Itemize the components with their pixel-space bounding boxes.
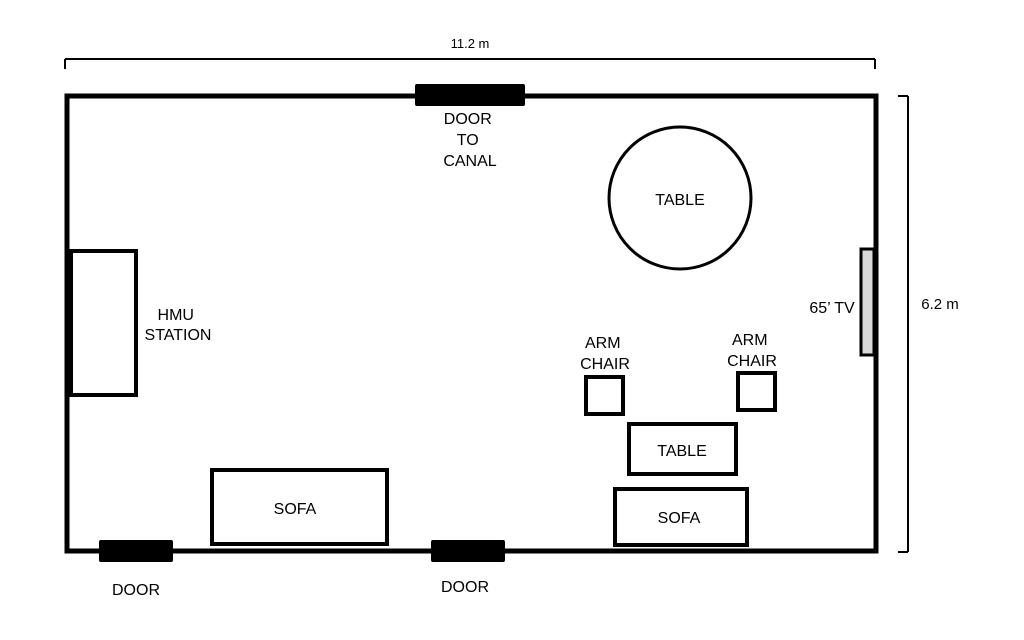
- door-middle-label: DOOR: [441, 579, 489, 596]
- arm-chair-right-label-line: CHAIR: [727, 353, 777, 370]
- arm-chair-left: [584, 375, 625, 416]
- arm-chair-right: [736, 371, 777, 412]
- arm-chair-left-label: ARM CHAIR: [580, 335, 630, 373]
- door-left: [99, 540, 173, 562]
- height-dimension-label: 6.2 m: [921, 296, 959, 313]
- door-to-canal-label-line: CANAL: [443, 153, 496, 170]
- door-middle: [431, 540, 505, 562]
- door-to-canal: [415, 84, 525, 106]
- coffee-table-label: TABLE: [657, 443, 707, 460]
- sofa-right-label: SOFA: [658, 510, 701, 527]
- height-dimension: 6.2 m: [898, 95, 959, 553]
- sofa-right: [613, 487, 749, 547]
- hmu-station: [69, 249, 138, 397]
- round-table-label: TABLE: [655, 192, 705, 209]
- arm-chair-left-label-line: CHAIR: [580, 356, 630, 373]
- door-left-label: DOOR: [112, 582, 160, 599]
- sofa-left: [210, 468, 389, 546]
- door-to-canal-label: DOOR TO CANAL: [443, 111, 496, 170]
- hmu-station-label: HMU STATION: [145, 307, 212, 344]
- sofa-left-label: SOFA: [274, 501, 317, 518]
- tv-label: 65’ TV: [809, 300, 855, 317]
- door-to-canal-label-line: DOOR: [444, 111, 492, 128]
- hmu-station-label-line: HMU: [158, 307, 194, 324]
- arm-chair-right-label: ARM CHAIR: [727, 332, 777, 370]
- arm-chair-right-label-line: ARM: [732, 332, 768, 349]
- round-table: [607, 125, 753, 271]
- arm-chair-left-label-line: ARM: [585, 335, 621, 352]
- tv: [859, 247, 876, 357]
- hmu-station-label-line: STATION: [145, 327, 212, 344]
- width-dimension: 11.2 m: [64, 36, 876, 69]
- width-dimension-label: 11.2 m: [451, 36, 490, 51]
- door-to-canal-label-line: TO: [457, 132, 479, 149]
- coffee-table: [627, 422, 738, 476]
